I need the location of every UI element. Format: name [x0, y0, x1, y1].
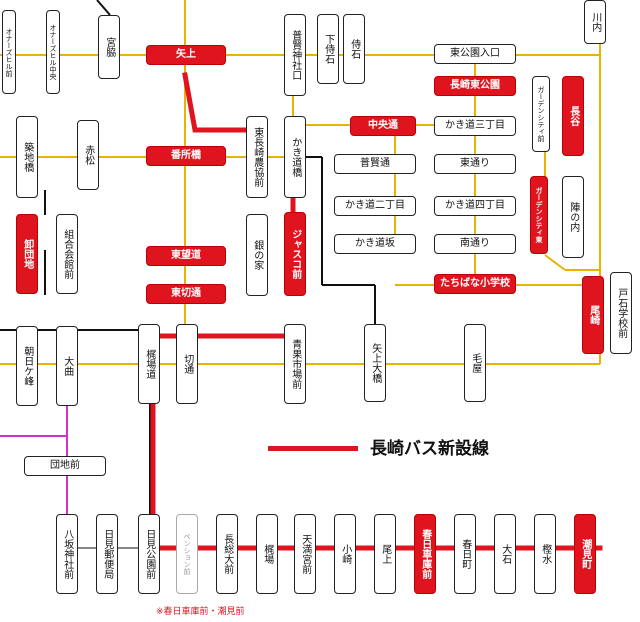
- stop-seika-ichiba[interactable]: 青果市場前: [284, 324, 306, 404]
- stop-kasuga-machi[interactable]: 春日町: [454, 514, 476, 594]
- stop-nagasaki-higashi-koen[interactable]: 長崎東公園: [434, 76, 516, 96]
- stop-shiomi[interactable]: 潮見町: [574, 514, 596, 594]
- stop-kakidomichi-4[interactable]: かき道四丁目: [434, 196, 516, 216]
- stop-oroshidanchi[interactable]: 卸団地: [16, 214, 38, 294]
- stop-kasuga-shako[interactable]: 春日車庫前: [414, 514, 436, 594]
- stop-nagaho-ohmae[interactable]: 長総大前: [216, 514, 238, 594]
- stop-ohnazu-hill-2[interactable]: オナーズヒル中央: [46, 10, 60, 94]
- legend-swatch: [268, 446, 358, 451]
- stop-kawauchi[interactable]: 川内: [584, 0, 606, 44]
- stop-tachibana-shogakko[interactable]: たちばな小学校: [434, 274, 516, 294]
- stop-bansho-bashi[interactable]: 番所橋: [146, 146, 226, 166]
- stop-fukendori[interactable]: 普賢通: [334, 154, 416, 174]
- footnote: ※春日車庫前・潮見前: [156, 607, 245, 617]
- stop-yagami-ohashi[interactable]: 矢上大橋: [364, 324, 386, 402]
- stop-ohnazu-hill-1[interactable]: オナーズヒル前: [2, 10, 16, 94]
- stop-nanoie[interactable]: 銀の家: [246, 214, 268, 296]
- stop-miyawaki[interactable]: 宮脇: [98, 15, 120, 79]
- stop-osaki2[interactable]: 小崎: [334, 514, 356, 594]
- stop-shimo-jiseki[interactable]: 下侍石: [317, 14, 339, 84]
- stop-nagaya[interactable]: 長谷: [562, 76, 584, 156]
- stop-kumiai-kaikan[interactable]: 組合会館前: [56, 214, 78, 294]
- stop-asahigamine[interactable]: 朝日ケ峰: [16, 326, 38, 406]
- stop-hassaka-jinja[interactable]: 八坂神社前: [56, 514, 78, 594]
- stop-kakidomichi-zaka[interactable]: かき道坂: [334, 234, 416, 254]
- stop-higashi-koen-iriguchi[interactable]: 東公園入口: [434, 44, 516, 64]
- stop-garden-city-b[interactable]: ガーデンシティ東: [530, 176, 548, 254]
- stop-jiseki[interactable]: 侍石: [343, 14, 365, 84]
- stop-chikuchibashi[interactable]: 築地橋: [16, 116, 38, 198]
- stop-kakidomichi-3[interactable]: かき道三丁目: [434, 116, 516, 136]
- stop-kemo[interactable]: 毛屋: [464, 324, 486, 402]
- stop-danchi-mae[interactable]: 団地前: [24, 456, 106, 476]
- stop-kajibadori[interactable]: 梶場道: [138, 324, 160, 404]
- legend: 長崎バス新設線: [268, 434, 628, 462]
- stop-ogami[interactable]: 尾上: [374, 514, 396, 594]
- stop-kakidomichi-bashi[interactable]: かき道橋: [284, 116, 306, 198]
- stop-kamemizu[interactable]: 樫水: [534, 514, 556, 594]
- stop-omagari[interactable]: 大曲: [56, 326, 78, 406]
- stop-tobo-dori[interactable]: 東望道: [146, 246, 226, 266]
- stop-chuodori[interactable]: 中央通: [350, 116, 416, 136]
- stop-akamatsu[interactable]: 赤松: [77, 120, 99, 190]
- stop-pension[interactable]: ペンション前: [176, 514, 198, 594]
- stop-oishi[interactable]: 大石: [494, 514, 516, 594]
- stop-kajiba[interactable]: 梶場: [256, 514, 278, 594]
- stop-yagami[interactable]: 矢上: [146, 45, 226, 65]
- stop-kakidomichi-2[interactable]: かき道二丁目: [334, 196, 416, 216]
- legend-label: 長崎バス新設線: [370, 439, 489, 459]
- stop-tenmangu[interactable]: 天満宮前: [294, 514, 316, 594]
- stop-fudai-jinja[interactable]: 普賢神社口: [284, 14, 306, 96]
- stop-himi-koen[interactable]: 日見公園前: [138, 514, 160, 594]
- stop-osaki[interactable]: 尾崎: [582, 276, 604, 354]
- stop-kiridori[interactable]: 切通: [176, 324, 198, 404]
- stop-suenouchi[interactable]: 陣の内: [562, 176, 584, 258]
- stop-garden-city-a[interactable]: ガーデンシティ前: [532, 76, 550, 152]
- stop-higashidori[interactable]: 東通り: [434, 154, 516, 174]
- stop-jasco-mae[interactable]: ジャスコ前: [284, 212, 306, 296]
- stop-minamidori[interactable]: 南通り: [434, 234, 516, 254]
- stop-himi-yubinkyoku[interactable]: 日見郵便局: [96, 514, 118, 594]
- stop-higashi-kiritoshi[interactable]: 東切通: [146, 284, 226, 304]
- stop-toseki-gakko[interactable]: 戸石学校前: [610, 272, 632, 354]
- stop-higashi-nagasaki-nokyo[interactable]: 東長崎農協前: [246, 116, 268, 198]
